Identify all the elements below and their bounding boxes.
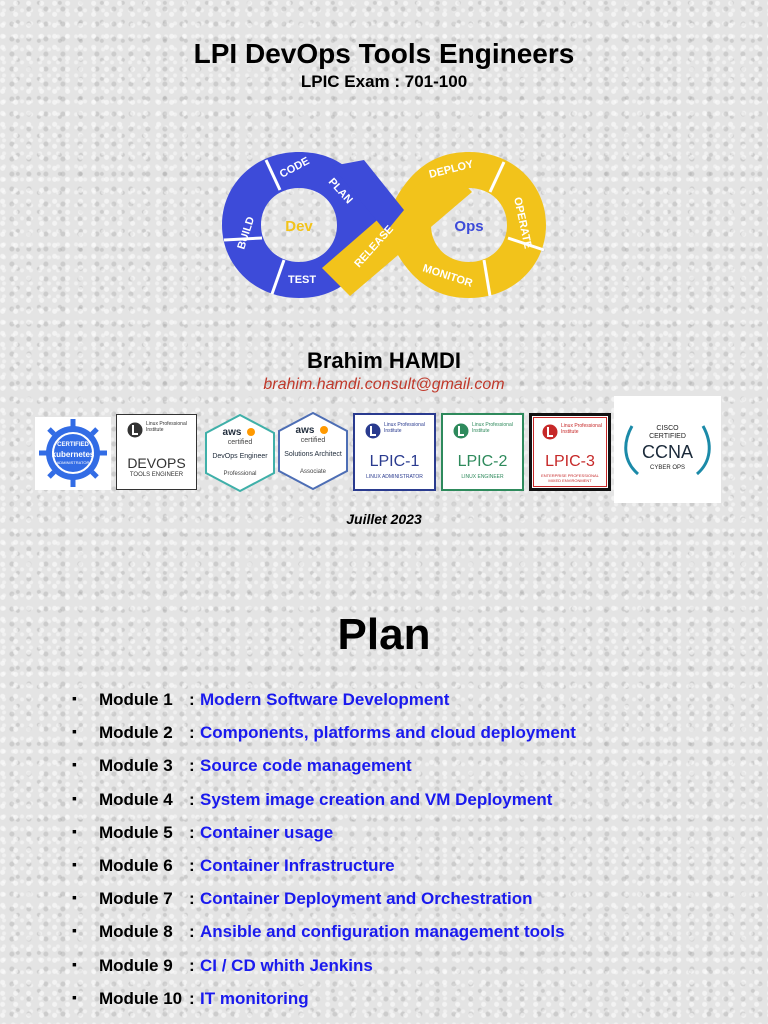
bullet-icon: ▪ <box>72 690 77 706</box>
aws-devops-brand: aws <box>223 427 242 438</box>
aws-sa-level: Associate <box>300 469 327 475</box>
k8s-line3: ADMINISTRATOR <box>56 460 90 465</box>
module-title: Components, platforms and cloud deployme… <box>200 723 576 742</box>
lpi-logo-icon <box>127 422 143 438</box>
page-title: LPI DevOps Tools Engineers <box>193 38 575 69</box>
module-title: Container Deployment and Orchestration <box>200 889 533 908</box>
lpic2-badge: Linux Professional Institute LPIC-2 LINU… <box>441 413 524 491</box>
devops-infinity-logo: CODE BUILD TEST PLAN RELEASE DEPLOY OPER… <box>222 152 546 298</box>
aws-devops-cert: certified <box>228 439 253 446</box>
lpic3-badge: Linux Professional Institute LPIC-3 ENTE… <box>529 413 611 491</box>
module-label: Module 5 <box>99 823 173 842</box>
loop-separators <box>223 159 545 297</box>
module-label: Module 1 <box>99 690 173 709</box>
lpic2-org: Linux Professional Institute <box>472 422 513 434</box>
module-label: Module 2 <box>99 723 173 742</box>
date-label: Juillet 2023 <box>346 511 422 527</box>
module-separator: : <box>189 889 195 908</box>
module-title: System image creation and VM Deployment <box>200 790 553 809</box>
module-title: Ansible and configuration management too… <box>200 922 565 941</box>
lpi-logo-icon <box>365 423 381 439</box>
module-label: Module 7 <box>99 889 173 908</box>
ccna-line1: CISCO <box>656 425 679 432</box>
module-separator: : <box>189 856 195 875</box>
lpic2-sub: LINUX ENGINEER <box>461 474 504 480</box>
bullet-icon: ▪ <box>72 956 77 972</box>
bullet-icon: ▪ <box>72 790 77 806</box>
ccna-laurel-icon <box>624 425 711 476</box>
aws-devops-role: DevOps Engineer <box>212 453 268 460</box>
lpi-logo-icon <box>453 423 469 439</box>
lpic1-org: Linux Professional Institute <box>384 422 425 434</box>
lpic2-name: LPIC-2 <box>457 453 508 470</box>
module-title: Container usage <box>200 823 334 842</box>
aws-sa-cert: certified <box>301 437 326 444</box>
module-separator: : <box>189 756 195 775</box>
release-band <box>322 162 472 296</box>
lpi-devops-org: Linux Professional Institute <box>146 421 187 433</box>
lpic1-sub: LINUX ADMINISTRATOR <box>366 474 423 480</box>
aws-devops-level: Professional <box>223 471 256 477</box>
module-label: Module 3 <box>99 756 173 775</box>
author-name: Brahim HAMDI <box>306 348 461 373</box>
module-separator: : <box>189 922 195 941</box>
lpic3-name: LPIC-3 <box>545 453 595 470</box>
k8s-line1: CERTIFIED <box>57 442 89 448</box>
aws-devops-badge: aws certified DevOps Engineer Profession… <box>205 413 275 493</box>
module-label: Module 10 <box>99 989 183 1008</box>
bullet-icon: ▪ <box>72 889 77 905</box>
module-label: Module 4 <box>99 790 173 809</box>
aws-sa-badge: aws certified Solutions Architect Associ… <box>278 411 348 491</box>
bullet-icon: ▪ <box>72 856 77 872</box>
lpi-devops-badge: Linux Professional Institute DEVOPS TOOL… <box>116 414 197 490</box>
module-label: Module 6 <box>99 856 173 875</box>
ccna-badge: CISCO CERTIFIED CCNA CYBER OPS <box>614 396 721 503</box>
plan-heading: Plan <box>337 610 431 659</box>
bullet-icon: ▪ <box>72 756 77 772</box>
lpic1-badge: Linux Professional Institute LPIC-1 LINU… <box>353 413 436 491</box>
module-title: Modern Software Development <box>200 690 450 709</box>
module-separator: : <box>189 723 195 742</box>
lpi-devops-name: DEVOPS <box>127 455 186 471</box>
aws-check-icon <box>320 426 328 434</box>
bullet-icon: ▪ <box>72 989 77 1005</box>
aws-sa-brand: aws <box>296 425 315 436</box>
module-title: Source code management <box>200 756 412 775</box>
module-title: Container Infrastructure <box>200 856 395 875</box>
lpi-logo-icon <box>542 424 558 440</box>
module-separator: : <box>189 790 195 809</box>
aws-check-icon <box>247 428 255 436</box>
module-title: IT monitoring <box>200 989 309 1008</box>
bullet-icon: ▪ <box>72 922 77 938</box>
k8s-line2: kubernetes <box>51 450 95 459</box>
lpic3-sub: ENTERPRISE PROFESSIONAL MIXED ENVIRONMEN… <box>541 473 599 483</box>
module-title: CI / CD whith Jenkins <box>200 956 373 975</box>
plan-band <box>332 160 404 232</box>
module-separator: : <box>189 823 195 842</box>
bullet-icon: ▪ <box>72 823 77 839</box>
bullet-icon: ▪ <box>72 723 77 739</box>
ccna-name: CCNA <box>641 442 693 462</box>
module-separator: : <box>189 956 195 975</box>
ccna-line2: CERTIFIED <box>649 433 686 440</box>
kubernetes-badge: CERTIFIED kubernetes ADMINISTRATOR <box>35 417 111 490</box>
module-separator: : <box>189 690 195 709</box>
ops-label: Ops <box>454 218 483 235</box>
ccna-sub: CYBER OPS <box>649 465 685 471</box>
module-separator: : <box>189 989 195 1008</box>
kubernetes-helm-icon <box>39 419 107 487</box>
lpic1-name: LPIC-1 <box>369 453 420 470</box>
module-label: Module 9 <box>99 956 173 975</box>
module-label: Module 8 <box>99 922 173 941</box>
exam-subtitle: LPIC Exam : 701-100 <box>300 72 468 91</box>
lpi-devops-sub: TOOLS ENGINEER <box>129 472 184 478</box>
author-email: brahim.hamdi.consult@gmail.com <box>263 376 505 393</box>
dev-label: Dev <box>285 218 313 235</box>
stage-test: TEST <box>288 274 316 286</box>
lpic3-org: Linux Professional Institute <box>561 423 602 435</box>
aws-sa-role: Solutions Architect <box>284 451 342 458</box>
